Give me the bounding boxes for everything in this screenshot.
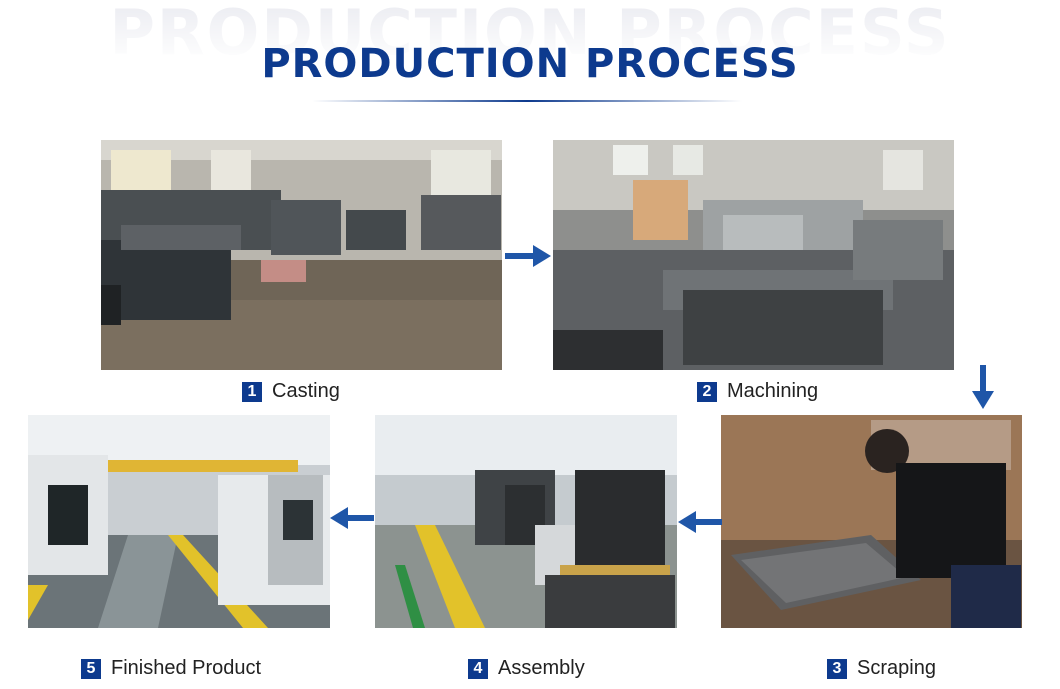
- title-underline: [312, 100, 742, 102]
- step-label: Assembly: [498, 657, 585, 679]
- step-number-badge: 5: [81, 658, 101, 679]
- page-title: PRODUCTION PROCESS: [261, 41, 799, 87]
- title-watermark: PRODUCTION PROCESS: [109, 0, 951, 69]
- assembly-photo: [375, 415, 677, 628]
- step-caption-casting: 1 Casting: [242, 380, 340, 403]
- step-number-badge: 2: [697, 381, 717, 402]
- finished-product-photo: [28, 415, 330, 628]
- step-caption-assembly: 4 Assembly: [468, 657, 585, 680]
- arrow-right-icon: [505, 245, 551, 267]
- step-label: Finished Product: [111, 657, 262, 679]
- step-label: Machining: [727, 380, 819, 402]
- step-number-badge: 1: [242, 381, 262, 402]
- step-caption-finished-product: 5 Finished Product: [81, 657, 261, 680]
- arrow-down-icon: [972, 365, 994, 409]
- machining-photo: [553, 140, 954, 370]
- scraping-photo: [721, 415, 1022, 628]
- arrow-left-icon: [330, 507, 374, 529]
- step-label: Scraping: [857, 657, 936, 679]
- step-number-badge: 3: [827, 658, 847, 679]
- casting-photo: [101, 140, 502, 370]
- step-label: Casting: [272, 380, 340, 402]
- step-caption-machining: 2 Machining: [697, 380, 818, 403]
- arrow-left-icon: [678, 511, 722, 533]
- step-number-badge: 4: [468, 658, 488, 679]
- step-caption-scraping: 3 Scraping: [827, 657, 936, 680]
